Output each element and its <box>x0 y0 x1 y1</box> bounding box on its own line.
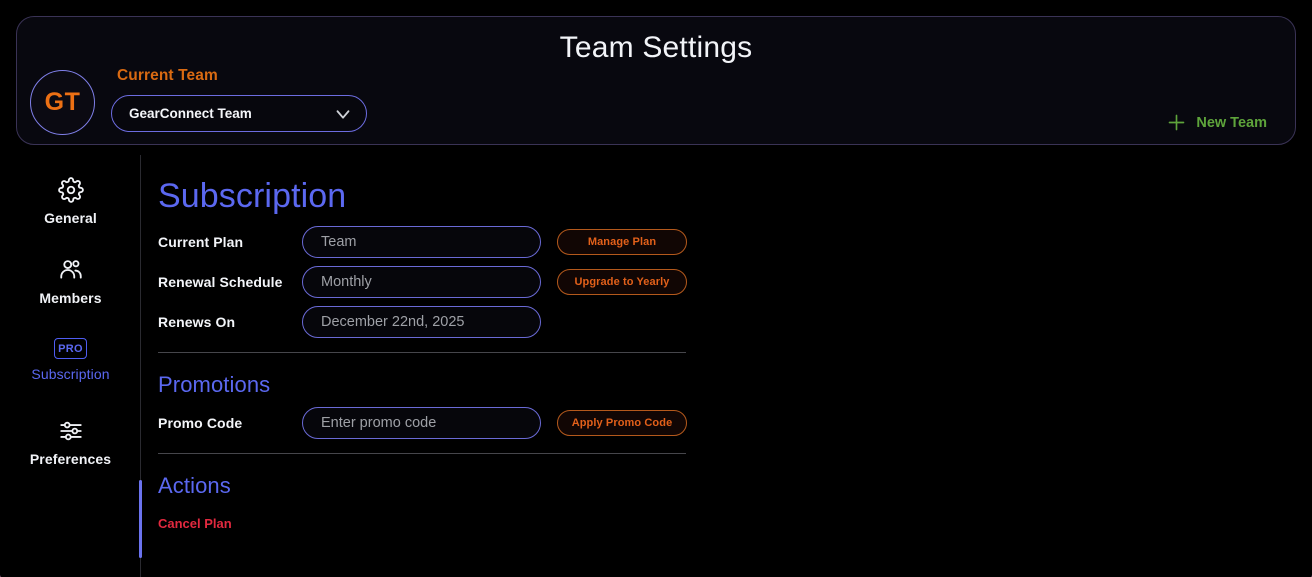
table-row: Current Plan Team Manage Plan <box>158 226 687 258</box>
sidebar: General Members PRO Subscription <box>0 155 142 577</box>
actions-heading: Actions <box>158 473 231 498</box>
current-team-label: Current Team <box>117 67 218 84</box>
sidebar-item-members[interactable]: Members <box>0 257 141 306</box>
promo-code-input[interactable]: Enter promo code <box>302 407 541 439</box>
new-team-button[interactable]: New Team <box>1166 112 1267 133</box>
team-select-dropdown[interactable]: GearConnect Team <box>111 95 367 132</box>
divider <box>158 352 686 353</box>
sidebar-item-subscription[interactable]: PRO Subscription <box>0 338 141 382</box>
apply-promo-code-button[interactable]: Apply Promo Code <box>557 410 687 436</box>
sidebar-item-preferences[interactable]: Preferences <box>0 418 141 467</box>
promo-code-label: Promo Code <box>158 415 243 431</box>
renewal-schedule-label: Renewal Schedule <box>158 274 283 290</box>
avatar-initials: GT <box>44 88 81 116</box>
users-icon <box>58 257 84 283</box>
gear-icon <box>57 177 84 203</box>
renews-on-input[interactable]: December 22nd, 2025 <box>302 306 541 338</box>
sliders-icon <box>58 418 84 444</box>
cancel-plan-link[interactable]: Cancel Plan <box>158 516 232 531</box>
renewal-schedule-input[interactable]: Monthly <box>302 266 541 298</box>
main-content: Subscription Current Plan Team Manage Pl… <box>141 155 1312 577</box>
table-row: Renews On December 22nd, 2025 <box>158 306 541 338</box>
active-nav-indicator <box>139 480 142 558</box>
header-card: Team Settings GT Current Team GearConnec… <box>16 16 1296 145</box>
pro-badge-icon: PRO <box>54 338 87 359</box>
page-title: Team Settings <box>559 31 753 64</box>
current-plan-label: Current Plan <box>158 234 244 250</box>
current-plan-input[interactable]: Team <box>302 226 541 258</box>
sidebar-item-general[interactable]: General <box>0 177 141 226</box>
avatar: GT <box>30 70 95 135</box>
sidebar-item-label: General <box>44 210 97 226</box>
team-select-value: GearConnect Team <box>129 106 252 121</box>
sidebar-item-label: Preferences <box>29 451 112 467</box>
upgrade-to-yearly-button[interactable]: Upgrade to Yearly <box>557 269 687 295</box>
sidebar-item-label: Subscription <box>31 366 110 382</box>
chevron-down-icon <box>332 103 354 125</box>
subscription-heading: Subscription <box>158 177 347 215</box>
renews-on-label: Renews On <box>158 314 236 330</box>
promotions-heading: Promotions <box>158 372 271 397</box>
new-team-label: New Team <box>1196 114 1267 131</box>
manage-plan-button[interactable]: Manage Plan <box>557 229 687 255</box>
plus-icon <box>1166 112 1187 133</box>
sidebar-item-label: Members <box>39 290 102 306</box>
pro-badge-text: PRO <box>58 342 83 355</box>
table-row: Renewal Schedule Monthly Upgrade to Year… <box>158 266 687 298</box>
promo-code-row: Promo Code Enter promo code Apply Promo … <box>158 407 687 439</box>
divider <box>158 453 686 454</box>
